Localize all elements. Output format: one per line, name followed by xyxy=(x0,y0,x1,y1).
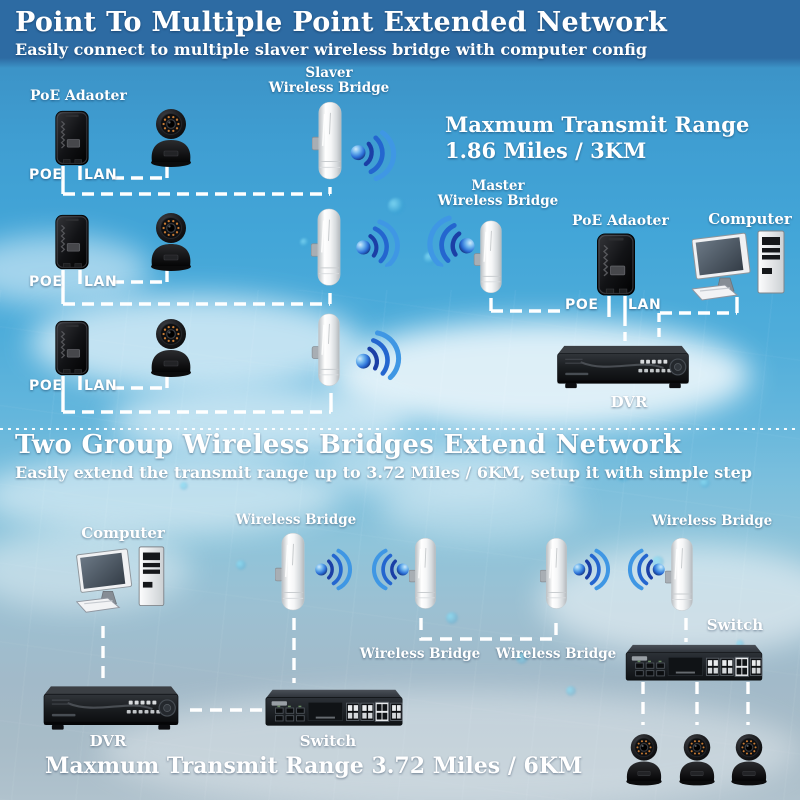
ip-camera-device xyxy=(621,726,667,790)
computer-label-s1: Computer xyxy=(708,210,792,228)
section1-title: Point To Multiple Point Extended Network xyxy=(15,7,668,38)
wireless-bridge-label: Wireless Bridge xyxy=(495,646,617,662)
dvr-device xyxy=(42,681,180,735)
poe-port-label: POE xyxy=(29,378,63,394)
header-band xyxy=(0,0,800,68)
master-bridge-label: Master Wireless Bridge xyxy=(422,178,574,210)
poe-adapter-device xyxy=(51,109,93,168)
lan-port-label: LAN xyxy=(84,274,118,290)
section1-subtitle: Easily connect to multiple slaver wirele… xyxy=(15,40,648,59)
section2-footer: Maxmum Transmit Range 3.72 Miles / 6KM xyxy=(45,753,583,779)
poe-adapter-device xyxy=(51,319,93,378)
section2-title: Two Group Wireless Bridges Extend Networ… xyxy=(15,430,682,460)
slave-wireless-bridge-device xyxy=(311,313,346,393)
s1-row3-cables xyxy=(61,373,333,414)
poe-adapter-label: PoE Adaoter xyxy=(30,88,127,104)
ip-camera-device xyxy=(726,726,772,790)
wireless-bridge-device xyxy=(409,535,441,618)
switch-label-bottom: Switch xyxy=(299,732,357,750)
right-poe-adapter-label: PoE Adaoter xyxy=(572,213,669,229)
wifi-waves-icon xyxy=(369,545,411,591)
network-switch-device xyxy=(619,641,769,685)
transmit-range-line2: 1.86 Miles / 3KM xyxy=(445,138,647,163)
poe-port-label: POE xyxy=(565,297,599,313)
master-bridge-label-line2: Wireless Bridge xyxy=(437,193,559,210)
desktop-computer-device xyxy=(692,228,792,304)
wireless-bridge-label: Wireless Bridge xyxy=(359,646,481,662)
lan-port-label: LAN xyxy=(84,167,118,183)
master-wireless-bridge-device xyxy=(468,220,513,300)
wifi-waves-icon xyxy=(313,545,355,591)
wireless-bridge-label: Wireless Bridge xyxy=(235,512,357,528)
dvr-label-s2: DVR xyxy=(89,732,127,750)
poe-port-label: POE xyxy=(29,167,63,183)
wifi-waves-icon xyxy=(348,214,408,272)
lan-port-label: LAN xyxy=(628,297,662,313)
slave-bridge-label-line1: Slaver xyxy=(305,65,353,81)
wireless-bridge-label: Wireless Bridge xyxy=(651,513,773,529)
slave-bridge-label: Slaver Wireless Bridge xyxy=(254,65,404,97)
wireless-bridge-device xyxy=(540,535,572,618)
ip-camera-device xyxy=(144,315,198,377)
slave-wireless-bridge-device xyxy=(312,100,347,188)
dvr-label-s1: DVR xyxy=(610,393,648,411)
s1-row1-cables xyxy=(61,163,332,196)
wifi-waves-icon xyxy=(344,121,404,186)
computer-label-s2: Computer xyxy=(81,524,165,542)
poe-port-label: POE xyxy=(29,274,63,290)
slave-wireless-bridge-device xyxy=(311,208,346,293)
section2-subtitle: Easily extend the transmit range up to 3… xyxy=(15,463,752,482)
lan-port-label: LAN xyxy=(84,378,118,394)
s1-master-cables xyxy=(489,296,739,342)
s2-cables xyxy=(101,618,750,725)
dvr-device xyxy=(555,341,691,393)
master-bridge-label-line1: Master xyxy=(471,178,525,194)
poe-adapter-device xyxy=(592,232,640,298)
ip-camera-device xyxy=(674,726,720,790)
network-switch-device xyxy=(262,684,406,732)
wifi-waves-icon xyxy=(625,545,667,591)
ip-camera-device xyxy=(144,105,198,167)
desktop-computer-device xyxy=(76,544,172,616)
switch-label-right: Switch xyxy=(706,616,764,634)
poe-adapter-device xyxy=(51,213,93,272)
ip-camera-device xyxy=(144,209,198,271)
slave-bridge-label-line2: Wireless Bridge xyxy=(268,80,390,97)
wifi-waves-icon xyxy=(571,545,613,591)
transmit-range-line1: Maxmum Transmit Range xyxy=(445,112,750,137)
wireless-bridge-device xyxy=(665,535,698,620)
wireless-bridge-device xyxy=(275,532,310,618)
